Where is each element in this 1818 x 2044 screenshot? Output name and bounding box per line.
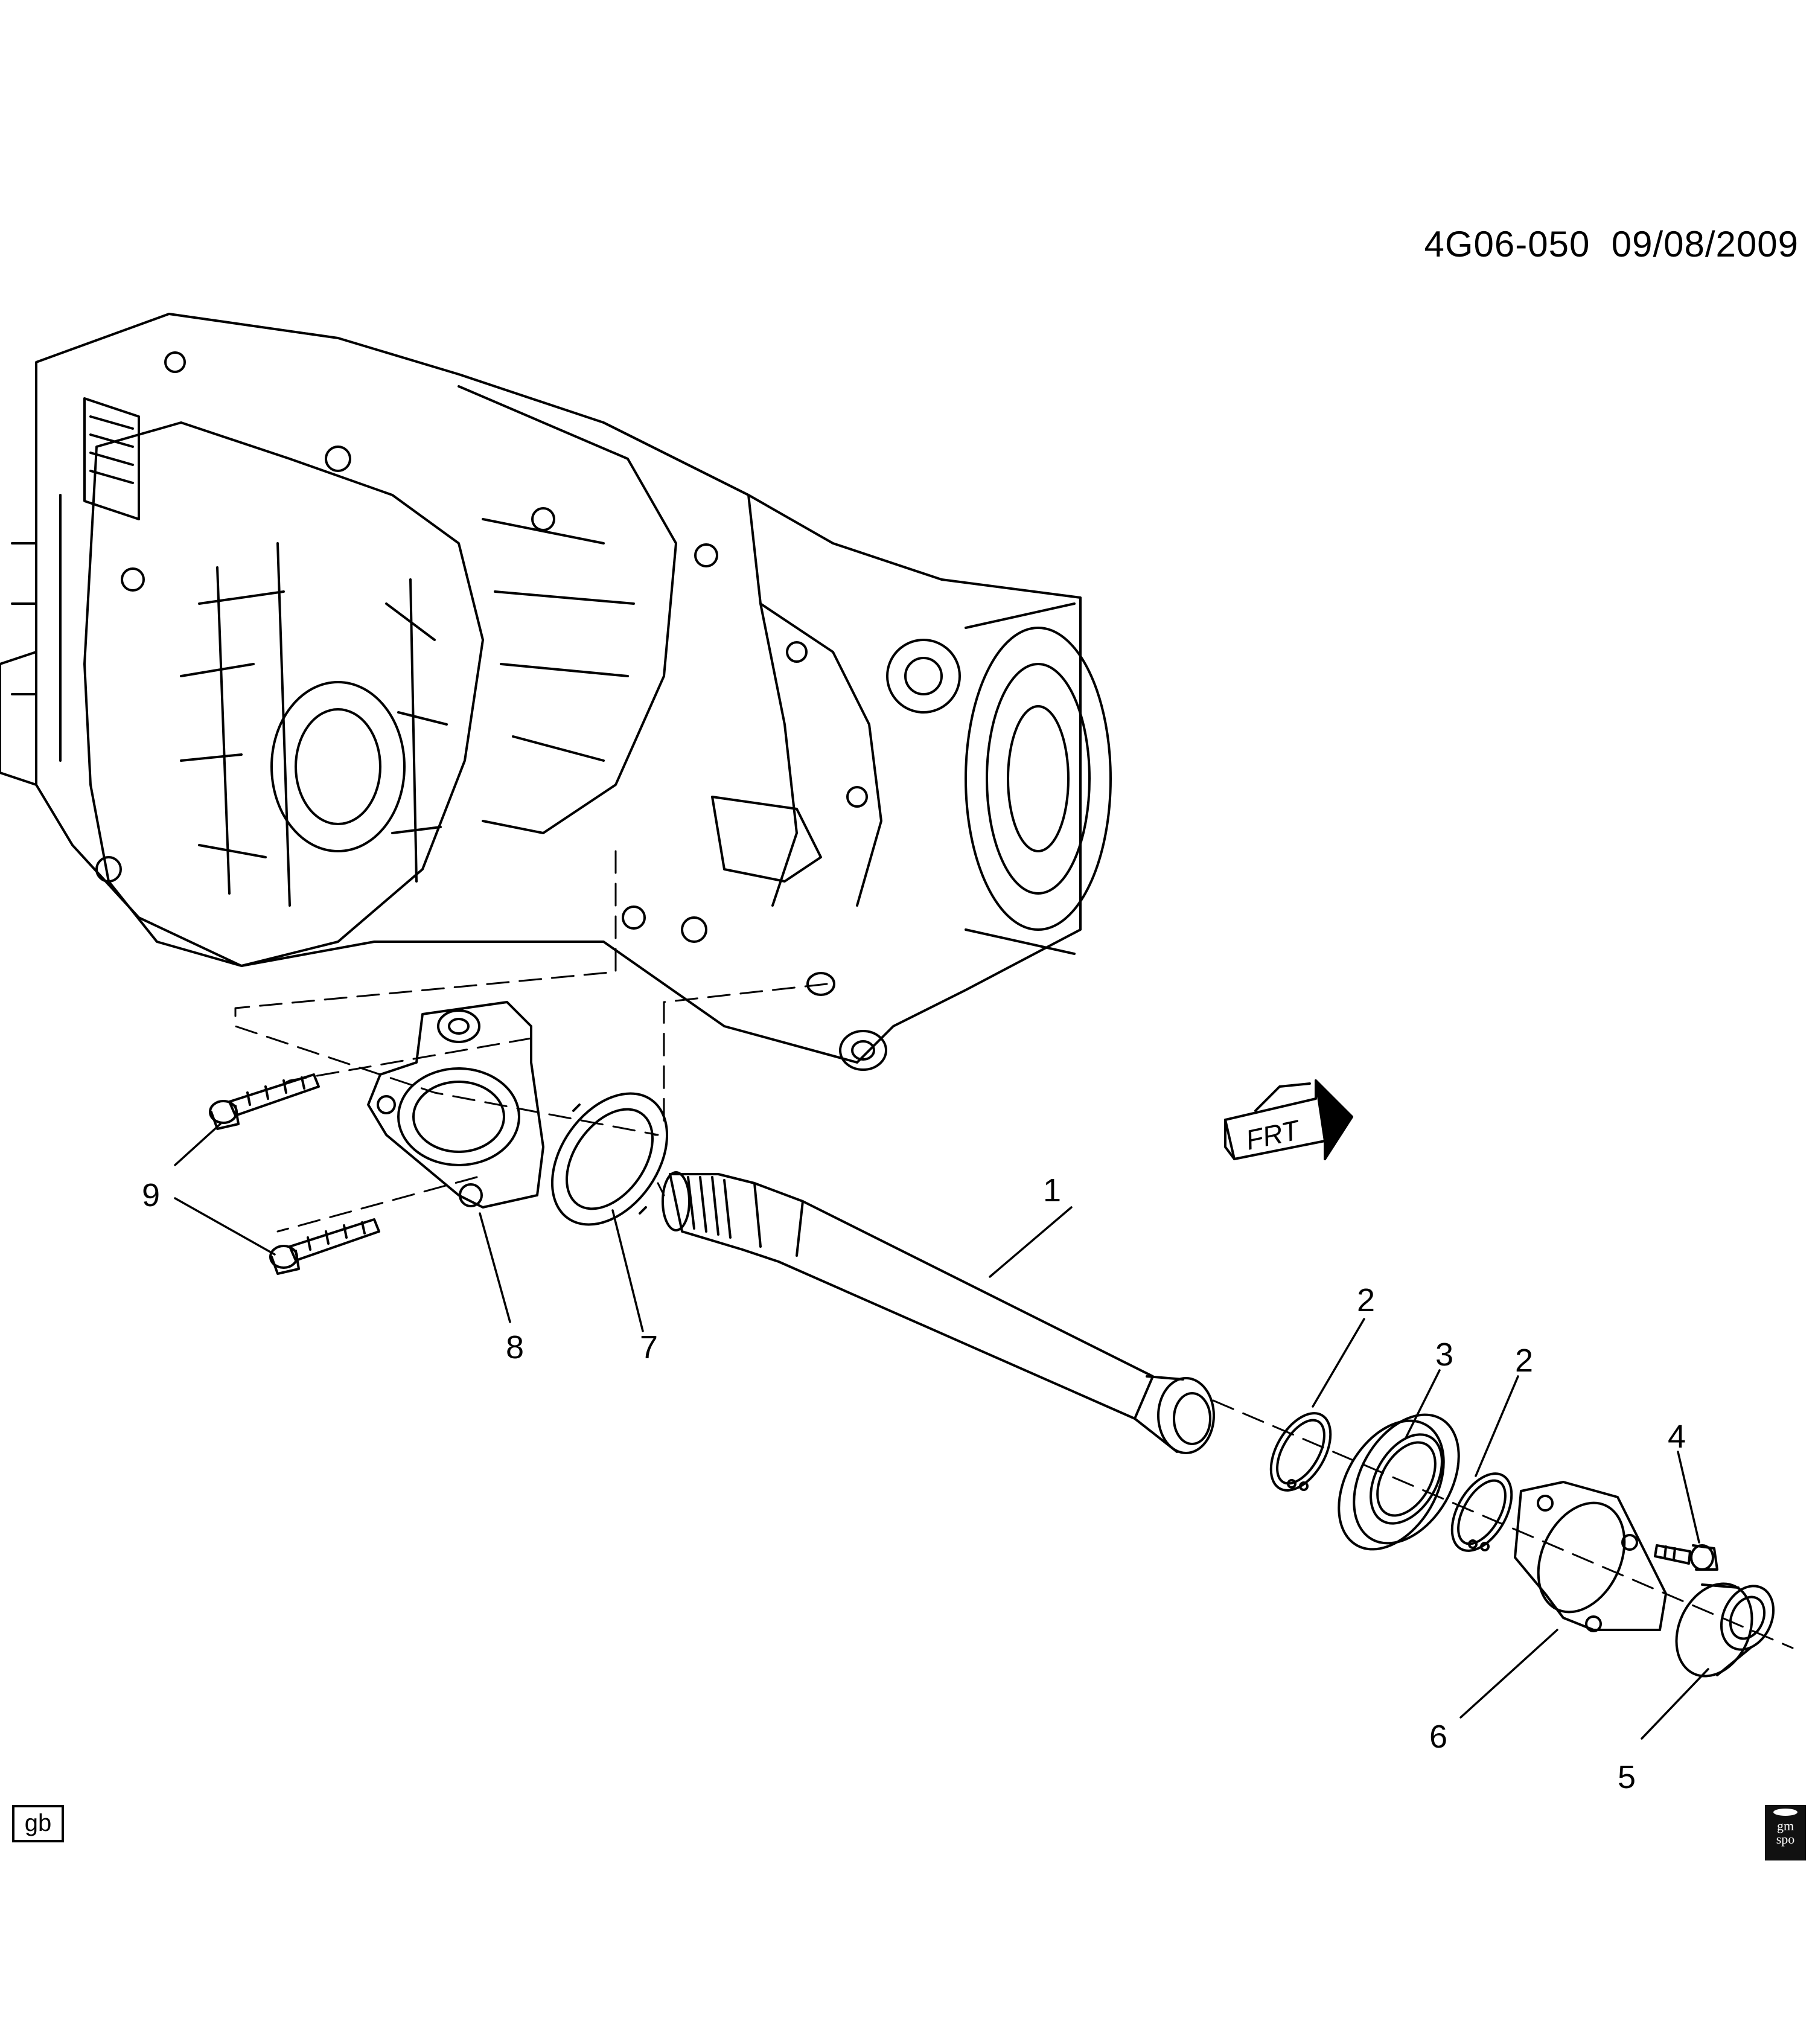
corner-tag: gb [12,1805,64,1842]
support-bracket [367,1001,544,1209]
shaft-bearing [1338,1413,1460,1551]
callout-2-outer: 2 [1515,1343,1533,1379]
bolt-upper [209,1073,320,1130]
bearing-support-plate [1514,1481,1667,1632]
plate-bolt [1654,1544,1718,1571]
shaft-seal [550,1092,669,1226]
front-direction-arrow [1224,1079,1353,1160]
diagram-code: 4G06-050 [1424,224,1590,264]
callout-8: 8 [506,1329,524,1365]
callout-9: 9 [142,1177,160,1213]
intermediate-shaft [662,1171,1215,1454]
callout-1: 1 [1043,1172,1061,1209]
dust-seal [1675,1582,1775,1678]
logo-line-2: spo [1776,1832,1795,1847]
diagram-reference: 4G06-050 09/08/2009 [1207,223,1799,265]
engine-transmission-assembly [0,313,1112,1071]
callout-2-inner: 2 [1357,1282,1375,1318]
leader-lines [174,1123,1709,1740]
retaining-ring-outer [1450,1472,1513,1552]
callout-7: 7 [640,1329,658,1365]
gm-spo-logo: gm spo [1765,1805,1806,1860]
bolt-lower [269,1218,380,1275]
callout-4: 4 [1668,1419,1686,1455]
callout-6: 6 [1429,1719,1447,1755]
assembly-guide-lines [234,850,1794,1649]
callout-5: 5 [1618,1759,1636,1795]
callout-3: 3 [1435,1337,1453,1373]
logo-line-1: gm [1776,1818,1794,1833]
retaining-ring-inner [1269,1412,1332,1492]
diagram-date: 09/08/2009 [1611,224,1799,264]
